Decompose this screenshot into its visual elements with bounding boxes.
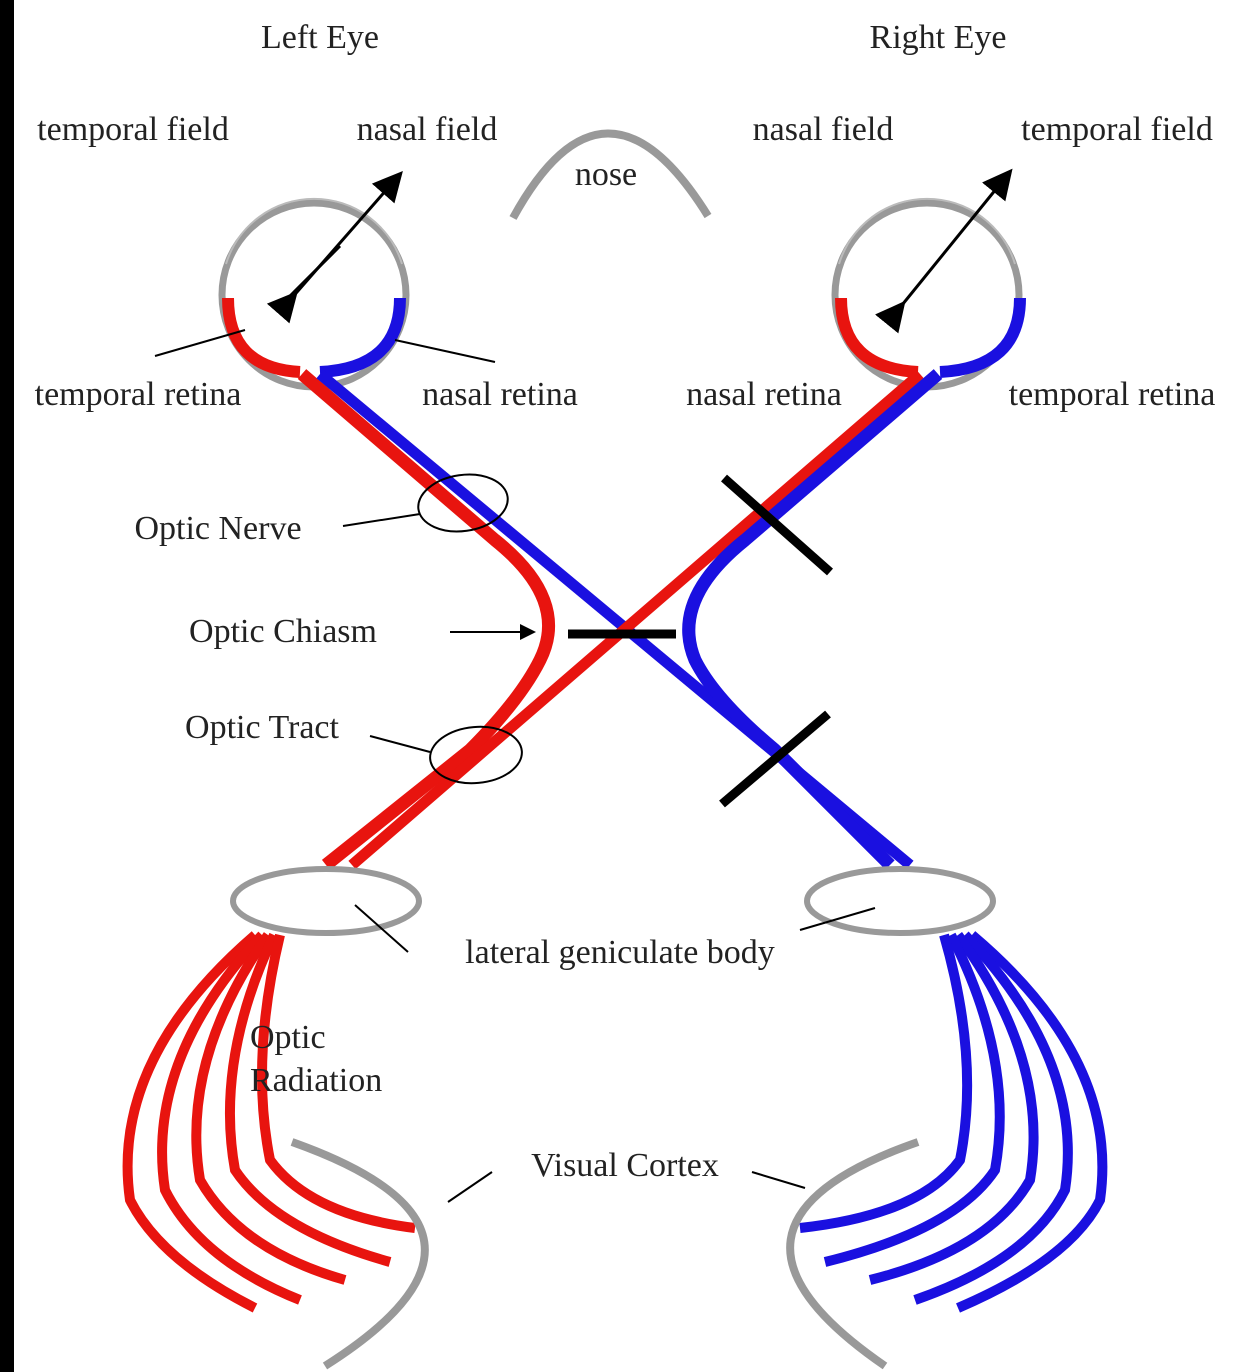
nose-outline [509,129,712,220]
left-field-arrow-body [266,170,403,324]
optic-nerve-label: Optic Nerve [134,510,301,547]
optic-radiation-label-line1: Optic [250,1019,326,1056]
lgb-pointer-left [354,904,409,953]
left-temporal-retina-pointer [154,329,246,357]
right-temporal-retina-arc [939,297,1026,378]
left-temporal-retina-label: temporal retina [35,376,242,413]
right-optic-radiation [799,931,1108,1313]
nose-label: nose [575,156,637,193]
lesion-mark-optic-nerve [721,474,833,576]
left-nasal-retina-arc [319,297,406,378]
left-lateral-geniculate-body [230,866,422,936]
optic-radiation-label-line2: Radiation [250,1062,382,1099]
right-field-arrow-body [875,168,1013,334]
right-nasal-field-label: nasal field [753,111,894,148]
optic-tract-pointer [369,735,431,753]
optic-nerve-pointer [342,513,421,527]
right-visual-cortex [786,1138,920,1370]
left-visual-cortex [290,1138,429,1370]
lesion-mark-optic-tract [719,710,831,808]
left-nasal-field-label: nasal field [357,111,498,148]
lateral-geniculate-body-label: lateral geniculate body [465,934,775,971]
left-optic-radiation [122,931,416,1313]
left-temporal-pathway [297,369,556,871]
lgb-pointer-right [799,907,876,931]
right-temporal-field-label: temporal field [1021,111,1213,148]
visual-cortex-label: Visual Cortex [531,1147,719,1184]
right-temporal-pathway [682,369,943,870]
optic-tract-label: Optic Tract [185,709,340,746]
left-temporal-field-label: temporal field [37,111,229,148]
left-nasal-retina-label: nasal retina [422,376,578,413]
left-temporal-retina-arc [222,297,301,378]
visual-cortex-pointer-left [447,1171,493,1203]
right-nasal-pathway [348,369,924,870]
right-nasal-retina-label: nasal retina [686,376,842,413]
right-temporal-retina-label: temporal retina [1009,376,1216,413]
left-eye-label: Left Eye [261,19,379,56]
visual-cortex-pointer-right [751,1171,806,1189]
optic-nerve-circle [417,473,509,533]
right-lateral-geniculate-body [804,866,996,936]
right-nasal-retina-arc [835,297,919,378]
optic-chiasm-label: Optic Chiasm [189,613,377,650]
left-nasal-retina-pointer [394,339,496,363]
right-eye-label: Right Eye [870,19,1007,56]
optic-tract-circle [429,725,523,785]
